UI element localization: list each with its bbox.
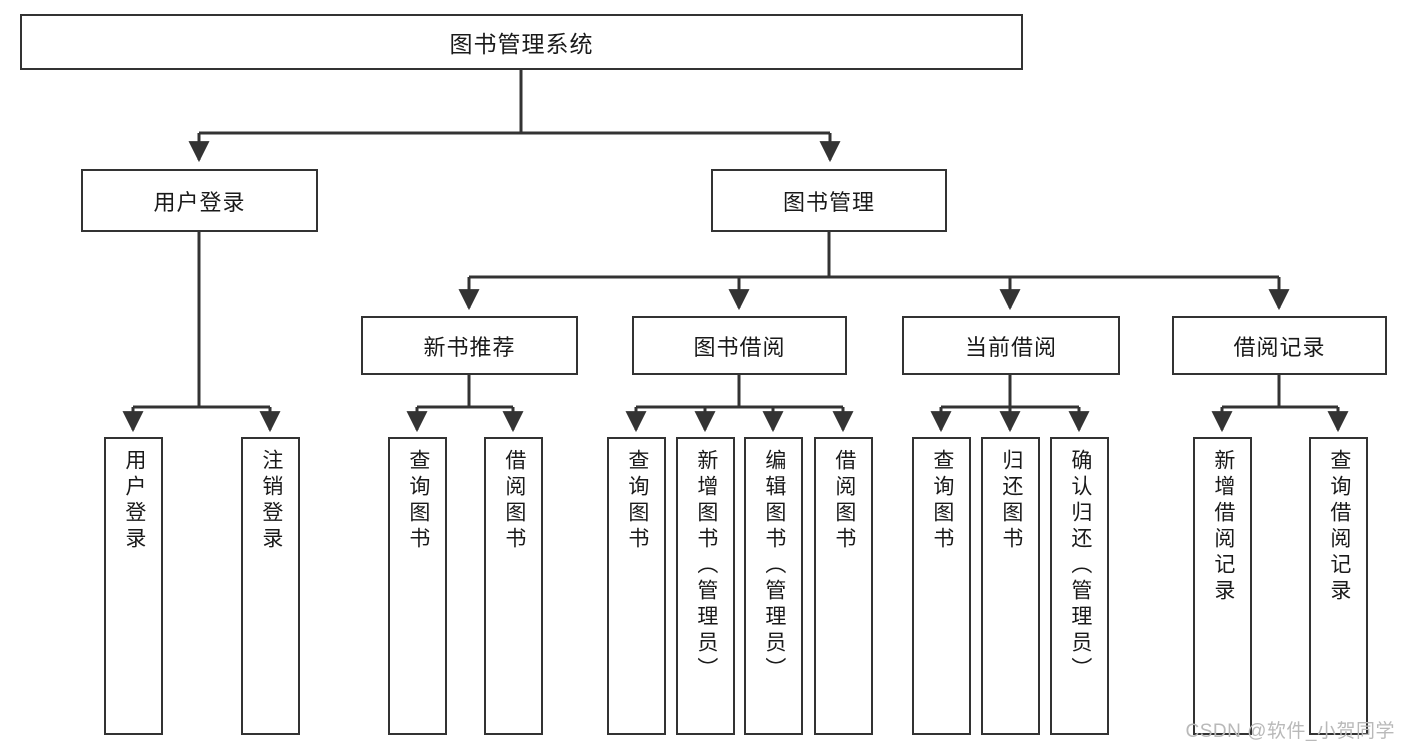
leaf-label: 查询图书 [406, 449, 430, 553]
leaf-user-login-logout[interactable]: 注销登录 [241, 437, 300, 735]
node-borrow-records-label: 借阅记录 [1233, 334, 1326, 360]
csdn-watermark: CSDN @软件_小贺同学 [1185, 721, 1395, 742]
node-borrow-records[interactable]: 借阅记录 [1172, 316, 1387, 375]
leaf-current-return-book[interactable]: 归还图书 [981, 437, 1040, 735]
leaf-label: 归还图书 [999, 449, 1023, 553]
leaf-recommend-borrow-book[interactable]: 借阅图书 [484, 437, 543, 735]
leaf-borrow-edit-book-admin[interactable]: 编辑图书（管理员） [744, 437, 803, 735]
node-new-book-recommend[interactable]: 新书推荐 [361, 316, 578, 375]
node-user-login-label: 用户登录 [153, 189, 246, 215]
node-book-management-label: 图书管理 [782, 189, 875, 215]
leaf-label: 注销登录 [259, 449, 283, 553]
leaf-records-add-record[interactable]: 新增借阅记录 [1193, 437, 1252, 735]
leaf-label: 借阅图书 [502, 449, 526, 553]
leaf-borrow-borrow-book[interactable]: 借阅图书 [814, 437, 873, 735]
leaf-user-login-login[interactable]: 用户登录 [104, 437, 163, 735]
leaf-borrow-query-book[interactable]: 查询图书 [607, 437, 666, 735]
leaf-label: 确认归还（管理员） [1068, 449, 1092, 683]
leaf-label: 新增图书（管理员） [694, 449, 718, 683]
node-book-borrow-label: 图书借阅 [693, 334, 786, 360]
leaf-records-query-record[interactable]: 查询借阅记录 [1309, 437, 1368, 735]
node-current-borrow-label: 当前借阅 [964, 334, 1057, 360]
node-book-borrow[interactable]: 图书借阅 [632, 316, 847, 375]
leaf-recommend-query-book[interactable]: 查询图书 [388, 437, 447, 735]
node-user-login[interactable]: 用户登录 [81, 169, 318, 232]
leaf-label: 编辑图书（管理员） [762, 449, 786, 683]
node-root-system[interactable]: 图书管理系统 [20, 14, 1023, 70]
leaf-label: 查询图书 [625, 449, 649, 553]
leaf-label: 新增借阅记录 [1211, 449, 1235, 605]
leaf-current-query-book[interactable]: 查询图书 [912, 437, 971, 735]
leaf-label: 借阅图书 [832, 449, 856, 553]
node-root-label: 图书管理系统 [449, 31, 594, 57]
leaf-label: 查询借阅记录 [1327, 449, 1351, 605]
node-new-book-recommend-label: 新书推荐 [423, 334, 516, 360]
leaf-borrow-add-book-admin[interactable]: 新增图书（管理员） [676, 437, 735, 735]
leaf-current-confirm-return-admin[interactable]: 确认归还（管理员） [1050, 437, 1109, 735]
leaf-label: 查询图书 [930, 449, 954, 553]
leaf-label: 用户登录 [122, 449, 146, 553]
node-current-borrow[interactable]: 当前借阅 [902, 316, 1120, 375]
node-book-management[interactable]: 图书管理 [711, 169, 947, 232]
